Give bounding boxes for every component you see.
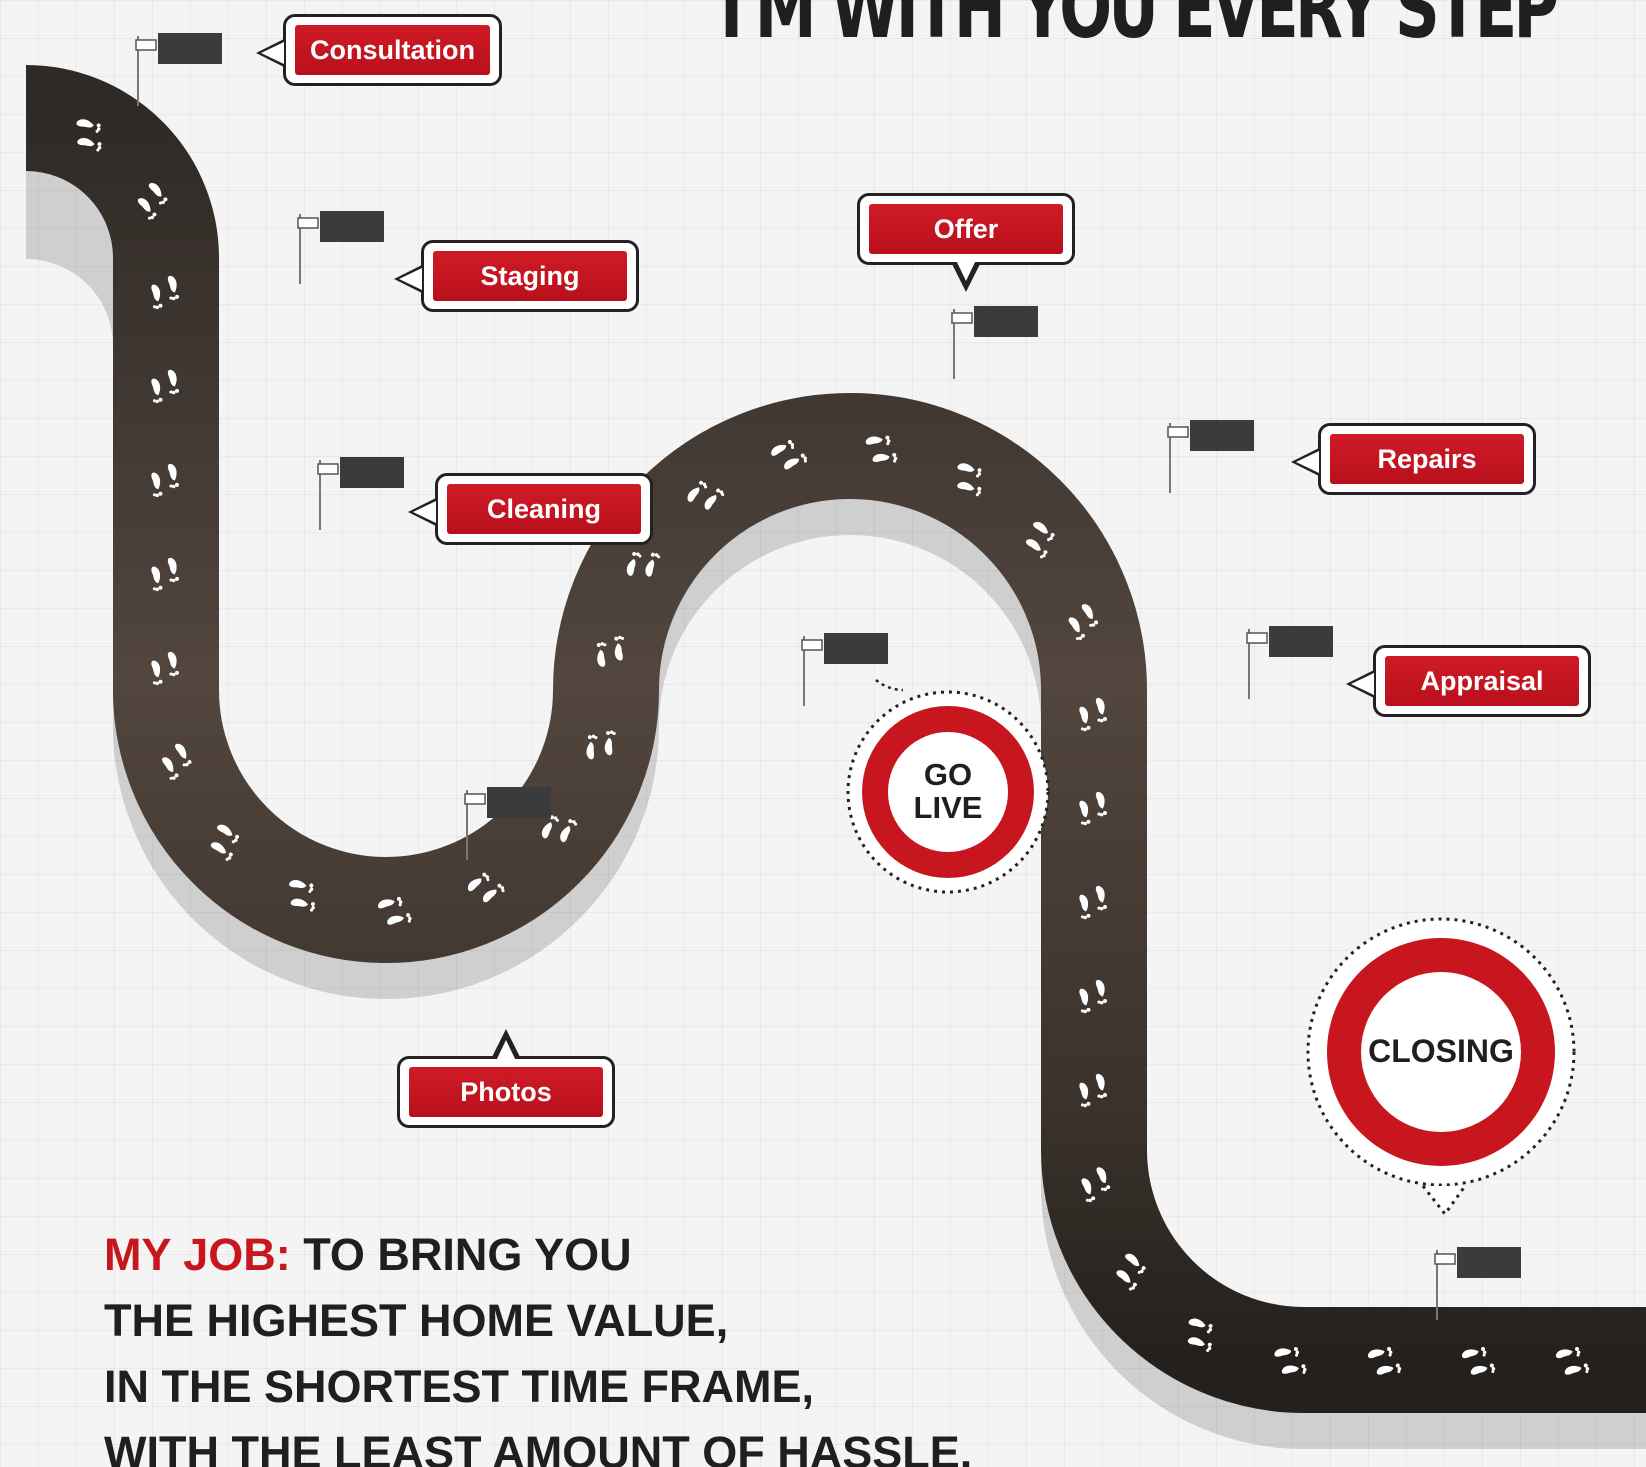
flag-icon <box>801 633 888 706</box>
go-live-text: GO LIVE <box>888 742 1008 842</box>
stage-label-repairs: Repairs <box>1291 423 1536 495</box>
stage-label-offer: Offer <box>857 193 1075 292</box>
appraisal-label: Appraisal <box>1385 656 1579 706</box>
repairs-label: Repairs <box>1330 434 1524 484</box>
closing-label: CLOSING <box>1368 1033 1514 1070</box>
callout-pointer <box>408 497 438 527</box>
closing-badge <box>1306 917 1576 1217</box>
staging-label: Staging <box>433 251 627 301</box>
callout-pointer <box>1346 669 1376 699</box>
stage-label-consultation: Consultation <box>256 14 502 86</box>
flag-icon <box>1246 626 1333 699</box>
callout-pointer <box>394 264 424 294</box>
stage-label-staging: Staging <box>394 240 639 312</box>
job-statement: MY JOB: TO BRING YOU THE HIGHEST HOME VA… <box>104 1222 972 1467</box>
job-line-1-text: TO BRING YOU <box>303 1229 632 1280</box>
flag-icon <box>135 33 222 106</box>
stage-label-photos: Photos <box>397 1029 615 1128</box>
job-lead: MY JOB: <box>104 1229 291 1280</box>
cleaning-label: Cleaning <box>447 484 641 534</box>
go-live-line-1: GO <box>923 757 973 793</box>
callout-pointer <box>951 258 981 292</box>
flag-icon <box>1167 420 1254 493</box>
go-live-badge <box>846 679 1050 894</box>
job-line-2: THE HIGHEST HOME VALUE, <box>104 1295 729 1346</box>
flag-icon <box>1434 1247 1521 1320</box>
road-shadow <box>24 153 1646 1449</box>
consultation-label: Consultation <box>295 25 490 75</box>
stage-label-appraisal: Appraisal <box>1346 645 1591 717</box>
page-title: I'M WITH YOU EVERY STEP <box>720 0 1559 57</box>
road-path <box>24 65 1646 1413</box>
callout-pointer <box>1291 447 1321 477</box>
flag-icon <box>951 306 1038 379</box>
go-live-line-2: LIVE <box>913 790 983 825</box>
flag-markers <box>135 33 1521 1320</box>
closing-text: CLOSING <box>1361 1022 1521 1082</box>
job-line-1: MY JOB: TO BRING YOU <box>104 1222 972 1288</box>
photos-label: Photos <box>409 1067 603 1117</box>
flag-icon <box>297 211 384 284</box>
stage-label-cleaning: Cleaning <box>408 473 653 545</box>
flag-icon <box>464 787 551 860</box>
callout-pointer <box>256 38 286 68</box>
job-line-4: WITH THE LEAST AMOUNT OF HASSLE. <box>104 1427 973 1467</box>
flag-icon <box>317 457 404 530</box>
offer-label: Offer <box>869 204 1063 254</box>
job-line-3: IN THE SHORTEST TIME FRAME, <box>104 1361 815 1412</box>
callout-pointer <box>491 1029 521 1063</box>
footprints-trail <box>68 114 1590 1376</box>
